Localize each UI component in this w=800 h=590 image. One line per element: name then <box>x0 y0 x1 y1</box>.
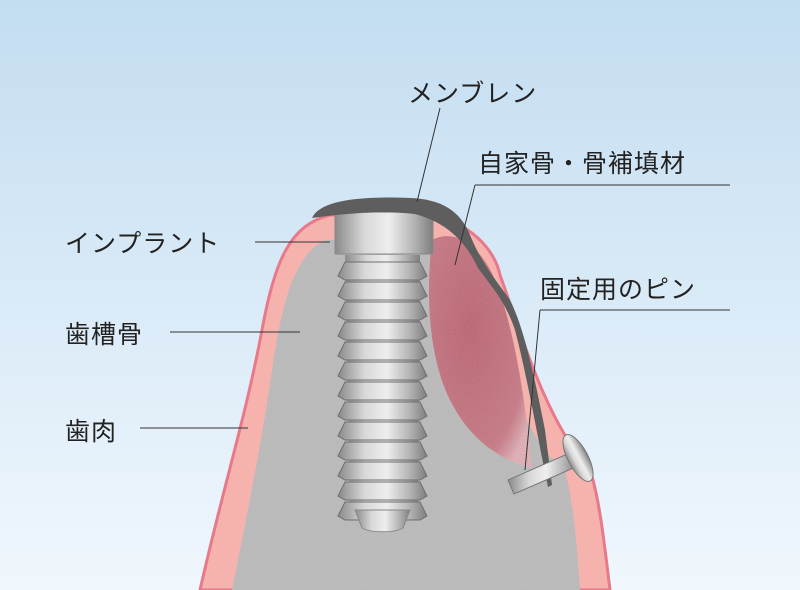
implant-thread <box>337 261 428 281</box>
implant-thread <box>337 301 428 321</box>
label-implant: インプラント <box>65 229 221 258</box>
implant-thread <box>337 381 428 401</box>
label-gum: 歯肉 <box>65 417 118 446</box>
label-bone-graft: 自家骨・骨補填材 <box>478 149 687 178</box>
implant-thread <box>337 461 428 481</box>
label-fixation-pin: 固定用のピン <box>540 275 697 304</box>
label-alveolar-bone: 歯槽骨 <box>65 320 144 349</box>
implant-thread <box>337 441 428 461</box>
implant-thread <box>337 421 428 441</box>
fixation-pin <box>507 434 594 495</box>
implant-thread <box>337 401 428 421</box>
implant-thread <box>337 281 428 301</box>
leader-lines <box>140 107 730 471</box>
label-membrane: メンブレン <box>408 79 538 108</box>
implant <box>334 211 434 533</box>
bone-graft <box>429 236 532 468</box>
implant-thread <box>337 321 428 341</box>
implant-thread <box>337 341 428 361</box>
implant-thread <box>337 481 428 501</box>
implant-thread <box>337 361 428 381</box>
